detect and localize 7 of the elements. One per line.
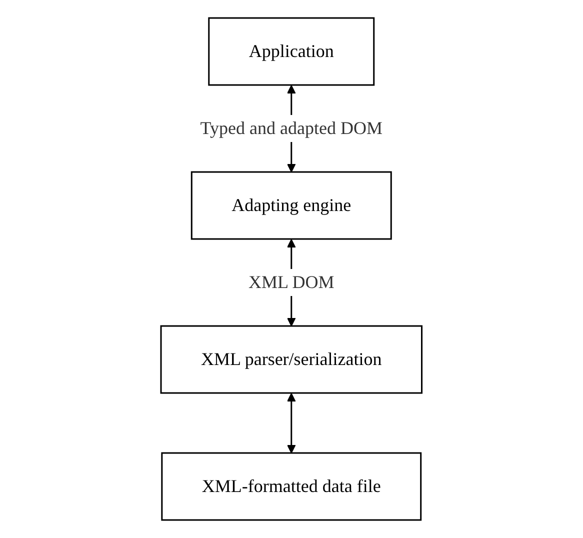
- node-box: Application: [208, 17, 375, 86]
- edge-label: XML DOM: [248, 272, 334, 292]
- edge-label: Typed and adapted DOM: [200, 118, 383, 138]
- node-box: XML parser/serialization: [160, 325, 423, 394]
- node-box: Adapting engine: [191, 171, 392, 240]
- node-box: XML-formatted data file: [161, 452, 422, 521]
- arrow: [287, 393, 296, 454]
